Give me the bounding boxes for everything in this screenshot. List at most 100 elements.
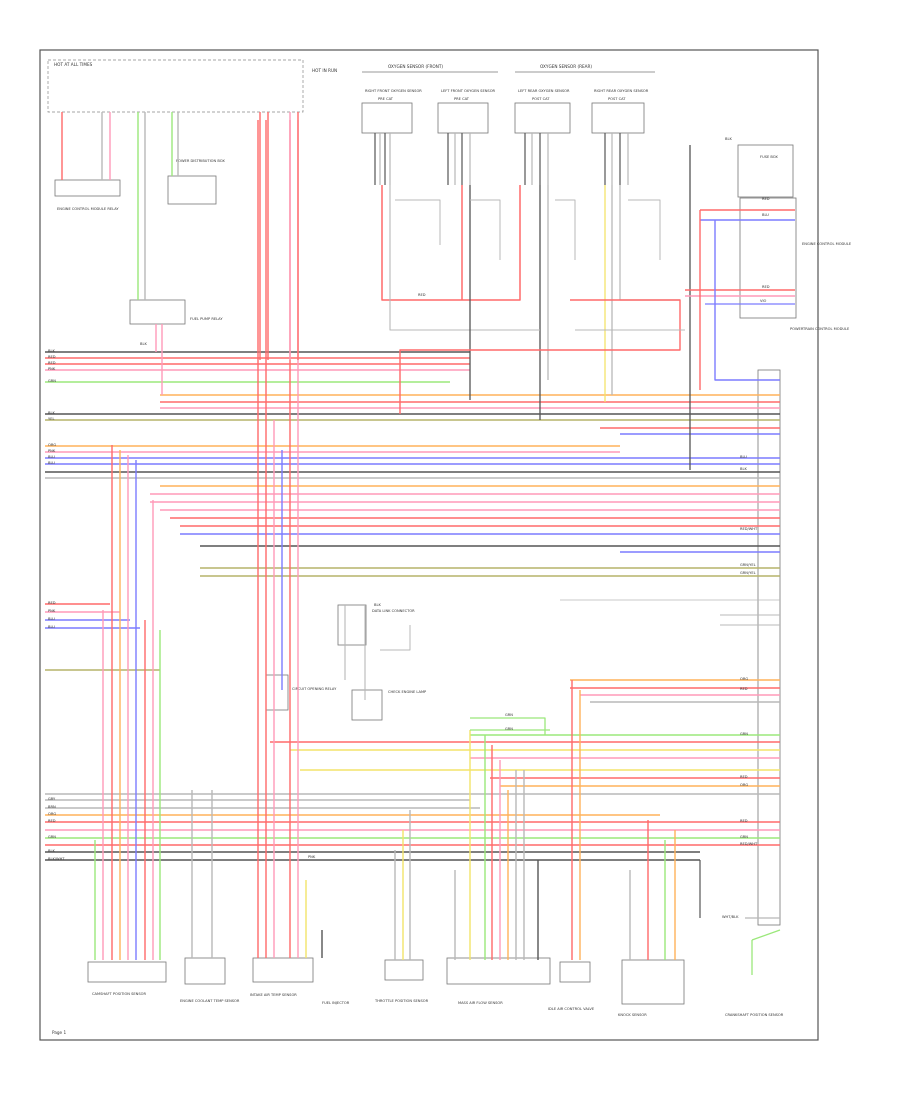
bottom-component-6: MASS AIR FLOW SENSOR [446,957,551,1005]
o2-sensor-4-label: RIGHT REAR OXYGEN SENSOR [594,89,649,93]
wire-label: ORG [48,443,56,447]
section-header-front: OXYGEN SENSOR (FRONT) [388,64,443,69]
wire-label: RED [762,285,770,289]
wire-label: RED [740,819,748,823]
bottom-component-9: CRANKSHAFT POSITION SENSOR [725,1013,784,1017]
wire-label: BLU [48,455,55,459]
o2-sensor-3-label: LEFT REAR OXYGEN SENSOR [518,89,570,93]
oxygen-sensor-1: RIGHT FRONT OXYGEN SENSOR PRE CAT [361,89,422,134]
wire-label: BLK [48,349,55,353]
ecm-connector: ENGINE CONTROL MODULE [739,197,852,319]
wire-label: PNK [48,449,56,453]
wire-label: BLK [725,137,732,141]
wire-label: GRN [48,379,56,383]
wire-154 [751,929,781,941]
o2-sensor-1-label: RIGHT FRONT OXYGEN SENSOR [365,89,422,93]
section-header-rear: OXYGEN SENSOR (REAR) [540,64,592,69]
o2-sensor-2-label: LEFT FRONT OXYGEN SENSOR [441,89,496,93]
wire-label: ORG [740,783,748,787]
oxygen-sensor-4: RIGHT REAR OXYGEN SENSOR POST CAT [591,89,649,134]
wire-label: GRN/YEL [740,571,756,575]
wire-label: BLK [48,849,55,853]
cel-label: CHECK ENGINE LAMP [388,690,427,694]
wire-label: BLK [740,467,747,471]
wire-label: BRN [48,805,56,809]
wire-label: PNK [308,855,316,859]
wire-label: BLU [762,213,769,217]
wire-132 [395,199,441,245]
wire-label: RED [48,601,56,605]
o2-sensor-1-sub: PRE CAT [378,97,394,101]
wire-label: RED [740,775,748,779]
fuse-box: FUSE BOX [737,144,794,198]
check-engine-lamp: CHECK ENGINE LAMP [351,689,427,721]
fuel-pump-relay-label: FUEL PUMP RELAY [190,317,223,321]
wire-label-layer: BLKREDBLKREDBLUREDVIOBLUBLKRED/WHTGRN/YE… [48,137,770,919]
wire-label: RED/WHT [740,842,758,846]
bottom-component-2: ENGINE COOLANT TEMP SENSOR [180,957,240,1003]
o2-sensor-4-sub: POST CAT [608,97,626,101]
wire-label: BLU [740,455,747,459]
bottom-3-label: INTAKE AIR TEMP SENSOR [250,993,297,997]
wire-128 [619,185,680,301]
bottom-component-4: FUEL INJECTOR [322,1001,350,1005]
wire-label: BLU [48,625,55,629]
fuse-box-label: FUSE BOX [760,155,778,159]
pdb-label: POWER DISTRIBUTION BOX [176,159,225,163]
wire-label: ORG [740,677,748,681]
bottom-component-7: IDLE AIR CONTROL VALVE [548,961,595,1011]
wire-label: RED [762,197,770,201]
wire-125 [389,185,540,331]
wire-label: BLK [374,603,381,607]
wire-label: RED [418,293,426,297]
dlc-label: DATA LINK CONNECTOR [372,609,415,613]
bottom-5-label: THROTTLE POSITION SENSOR [374,999,429,1003]
fuel-pump-relay: FUEL PUMP RELAY [129,299,223,325]
wire-label: PNK [48,609,56,613]
hot-in-run-label: HOT IN RUN [312,68,337,73]
wire-label: RED [740,687,748,691]
wire-label: YEL [48,417,54,421]
bottom-component-8: KNOCK SENSOR [618,959,685,1017]
frame-label: HOT AT ALL TIMES [54,62,93,67]
oxygen-sensor-3: LEFT REAR OXYGEN SENSOR POST CAT [514,89,571,134]
wire-label: BLK [140,342,147,346]
bottom-1-label: CAMSHAFT POSITION SENSOR [92,992,146,996]
wire-146 [380,625,411,651]
wire-label: GRN [505,713,513,717]
wire-label: GRY [48,797,56,801]
wire-layer [45,112,795,975]
bottom-2-label: ENGINE COOLANT TEMP SENSOR [180,999,240,1003]
wire-label: GRN [48,835,56,839]
wire-label: RED [48,819,56,823]
wire-label: GRN [505,727,513,731]
footer-label: Page 1 [52,1030,66,1035]
wire-label: RED [48,355,56,359]
pcm-label: POWERTRAIN CONTROL MODULE [790,327,850,331]
wire-label: BLK/WHT [48,857,65,861]
data-link-connector: DATA LINK CONNECTOR [337,604,415,646]
wire-147 [470,717,546,735]
diagram-frame [39,49,819,1041]
ecm-relay-label: ENGINE CONTROL MODULE RELAY [57,207,119,211]
oxygen-sensor-2: LEFT FRONT OXYGEN SENSOR PRE CAT [437,89,496,134]
wire-121 [381,185,521,301]
power-bus-box [47,59,304,113]
o2-sensor-2-sub: PRE CAT [454,97,470,101]
wire-label: BLU [48,461,55,465]
o2-sensor-3-sub: POST CAT [532,97,550,101]
ecm-relay: ENGINE CONTROL MODULE RELAY [54,179,121,211]
wire-label: BLK [48,411,55,415]
wire-label: PNK [48,367,56,371]
power-distribution-box: POWER DISTRIBUTION BOX [167,159,225,205]
bottom-7-label: IDLE AIR CONTROL VALVE [548,1007,595,1011]
wire-label: BLU [48,617,55,621]
circuit-opening-relay: CIRCUIT OPENING RELAY [265,674,337,711]
wire-135 [628,199,661,260]
bottom-6-label: MASS AIR FLOW SENSOR [458,1001,503,1005]
bottom-component-5: THROTTLE POSITION SENSOR [374,959,429,1003]
wire-label: GRN/YEL [740,563,756,567]
wire-label: GRN [740,732,748,736]
bottom-component-3: INTAKE AIR TEMP SENSOR [250,957,314,997]
